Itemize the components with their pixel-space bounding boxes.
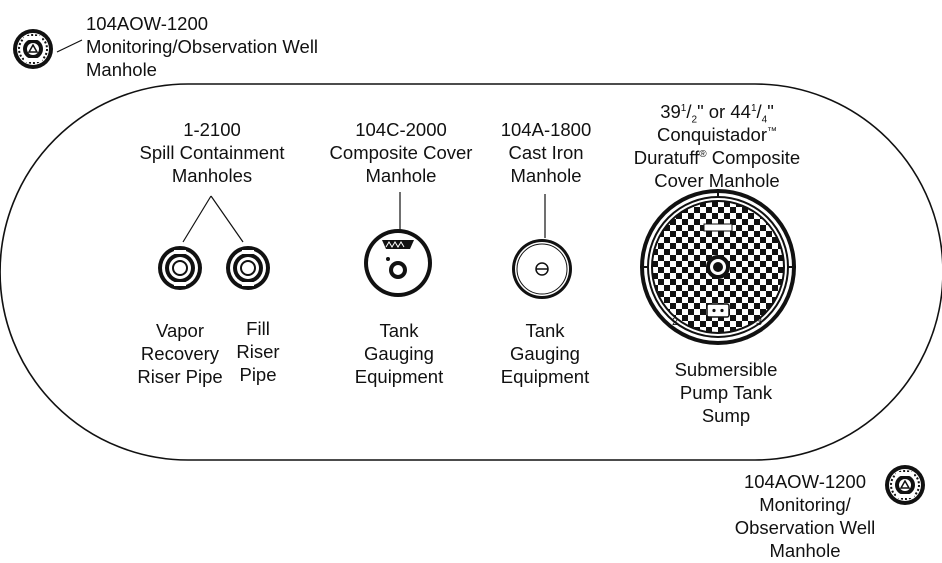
- spill-containment-title: 1-2100 Spill Containment Manholes: [140, 118, 285, 187]
- cast-iron-use-1: Tank: [525, 320, 565, 341]
- vapor-line-2: Recovery: [140, 343, 220, 364]
- cast-iron-title: 104A-1800 Cast Iron Manhole: [501, 118, 592, 187]
- cast-iron-manhole-icon: [512, 239, 572, 299]
- spill-manhole-vapor-icon: [158, 246, 202, 290]
- vapor-line-1: Vapor: [156, 320, 204, 341]
- conquistador-title: 391/2" or 441/4" Conquistador™ Duratuff®…: [634, 100, 800, 192]
- conquistador-use-2: Pump Tank: [679, 382, 773, 403]
- cast-iron-model: 104A-1800: [500, 119, 592, 140]
- fill-line-3: Pipe: [239, 364, 277, 385]
- fill-line-1: Fill: [246, 318, 270, 339]
- bottom-well-desc-2: Observation Well: [734, 517, 876, 538]
- conquistador-sizes: 391/2" or 441/4": [660, 101, 774, 126]
- vapor-recovery-label: Vapor Recovery Riser Pipe: [137, 319, 222, 388]
- composite-use-2: Gauging: [364, 343, 434, 364]
- composite-use-label: Tank Gauging Equipment: [355, 319, 443, 388]
- spill-model: 1-2100: [183, 119, 241, 140]
- cast-iron-desc: Cast Iron: [508, 142, 584, 163]
- bottom-well-model: 104AOW-1200: [743, 471, 867, 492]
- top-well-label: 104AOW-1200 Monitoring/Observation Well …: [86, 12, 318, 81]
- site-outline: [0, 83, 942, 461]
- monitoring-well-manhole-icon-top: [13, 29, 53, 69]
- conquistador-brand: Conquistador™: [656, 124, 778, 145]
- leader-line-top-well: [56, 39, 83, 53]
- fill-riser-label: Fill Riser Pipe: [236, 317, 279, 386]
- spill-type: Manholes: [171, 165, 253, 186]
- vapor-line-3: Riser Pipe: [137, 366, 223, 387]
- conquistador-material: Duratuff® Composite: [633, 147, 801, 168]
- cast-iron-use-label: Tank Gauging Equipment: [501, 319, 589, 388]
- composite-use-1: Tank: [379, 320, 419, 341]
- composite-desc: Composite Cover: [329, 142, 473, 163]
- spill-desc: Spill Containment: [139, 142, 285, 163]
- conquistador-type: Cover Manhole: [654, 170, 780, 191]
- composite-model: 104C-2000: [355, 119, 447, 140]
- bottom-well-label: 104AOW-1200 Monitoring/ Observation Well…: [735, 470, 876, 562]
- top-well-desc: Monitoring/Observation Well: [86, 36, 319, 57]
- conquistador-use-1: Submersible: [674, 359, 778, 380]
- svg-text:3: 3: [756, 316, 762, 328]
- cast-iron-use-3: Equipment: [500, 366, 590, 387]
- top-well-type: Manhole: [86, 59, 157, 80]
- conquistador-use-3: Sump: [701, 405, 751, 426]
- conquistador-manhole-icon: 2 3: [640, 189, 796, 345]
- composite-cover-manhole-icon: [364, 229, 432, 297]
- composite-cover-title: 104C-2000 Composite Cover Manhole: [330, 118, 473, 187]
- bottom-well-desc-1: Monitoring/: [759, 494, 851, 515]
- composite-use-3: Equipment: [354, 366, 444, 387]
- composite-type: Manhole: [365, 165, 437, 186]
- leader-line-vapor: [182, 195, 212, 243]
- cast-iron-type: Manhole: [510, 165, 582, 186]
- fill-line-2: Riser: [236, 341, 280, 362]
- top-well-model: 104AOW-1200: [86, 13, 209, 34]
- conquistador-use-label: Submersible Pump Tank Sump: [675, 358, 778, 427]
- svg-text:2: 2: [672, 316, 678, 328]
- leader-line-fill: [210, 195, 244, 243]
- spill-manhole-fill-icon: [226, 246, 270, 290]
- cast-iron-use-2: Gauging: [510, 343, 580, 364]
- monitoring-well-manhole-icon-bottom: [885, 465, 925, 505]
- bottom-well-type: Manhole: [769, 540, 841, 561]
